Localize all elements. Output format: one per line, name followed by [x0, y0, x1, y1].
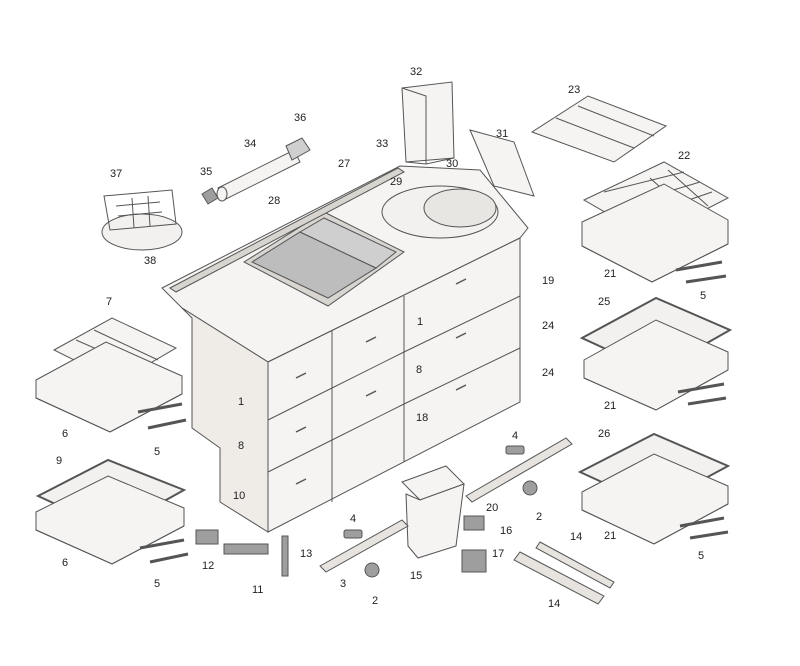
cylinder-assembly: [201, 137, 311, 205]
label-11: 11: [252, 584, 264, 596]
label-3: 3: [340, 578, 347, 590]
label-5b: 5: [154, 446, 161, 458]
hardware-parts: [195, 445, 538, 578]
label-8a: 8: [416, 364, 423, 376]
drawer-26: [577, 432, 731, 545]
label-35: 35: [200, 166, 213, 178]
label-1b: 1: [238, 396, 245, 408]
label-21a: 21: [604, 268, 617, 280]
label-5a: 5: [700, 290, 707, 302]
wire-basket: [101, 189, 183, 251]
label-21c: 21: [604, 530, 617, 542]
drawer-9: [35, 458, 187, 565]
label-5c: 5: [154, 578, 161, 590]
label-23: 23: [568, 84, 581, 96]
drawer-insert-23: [530, 95, 668, 163]
label-30: 30: [446, 158, 459, 170]
label-26: 26: [598, 428, 611, 440]
label-37: 37: [110, 168, 123, 180]
label-28: 28: [268, 195, 281, 207]
label-5d: 5: [698, 550, 705, 562]
label-34: 34: [244, 138, 257, 150]
label-6b: 6: [62, 557, 69, 569]
label-9: 9: [56, 455, 63, 467]
label-16: 16: [500, 525, 513, 537]
label-27: 27: [338, 158, 351, 170]
label-14b: 14: [548, 598, 561, 610]
label-2a: 2: [536, 511, 543, 523]
label-38: 38: [144, 255, 157, 267]
label-7: 7: [106, 296, 113, 308]
label-33: 33: [376, 138, 389, 150]
label-18: 18: [416, 412, 429, 424]
label-31: 31: [496, 128, 509, 140]
drawer-25: [579, 296, 733, 411]
kitchen-cabinet: [161, 129, 535, 533]
cutlery-tray-22: [581, 161, 730, 283]
drawer-insert-7: [35, 317, 183, 433]
label-12: 12: [202, 560, 215, 572]
hood-chimney: [401, 81, 455, 165]
label-1a: 1: [417, 316, 424, 328]
label-2b: 2: [372, 595, 379, 607]
label-22: 22: [678, 150, 691, 162]
label-6a: 6: [62, 428, 69, 440]
label-14a: 14: [570, 531, 583, 543]
label-21b: 21: [604, 400, 617, 412]
label-24a: 24: [542, 320, 555, 332]
label-20: 20: [486, 502, 499, 514]
label-19: 19: [542, 275, 555, 287]
label-24b: 24: [542, 367, 555, 379]
label-17: 17: [492, 548, 505, 560]
label-25: 25: [598, 296, 611, 308]
label-4a: 4: [512, 430, 519, 442]
label-32: 32: [410, 66, 423, 78]
label-36: 36: [294, 112, 307, 124]
label-10: 10: [233, 490, 246, 502]
label-15: 15: [410, 570, 423, 582]
label-13: 13: [300, 548, 313, 560]
label-29: 29: [390, 176, 403, 188]
label-8b: 8: [238, 440, 245, 452]
drawer-runners: [137, 260, 729, 564]
rails: [319, 437, 615, 605]
label-4b: 4: [350, 513, 357, 525]
waste-bin: [401, 465, 465, 559]
